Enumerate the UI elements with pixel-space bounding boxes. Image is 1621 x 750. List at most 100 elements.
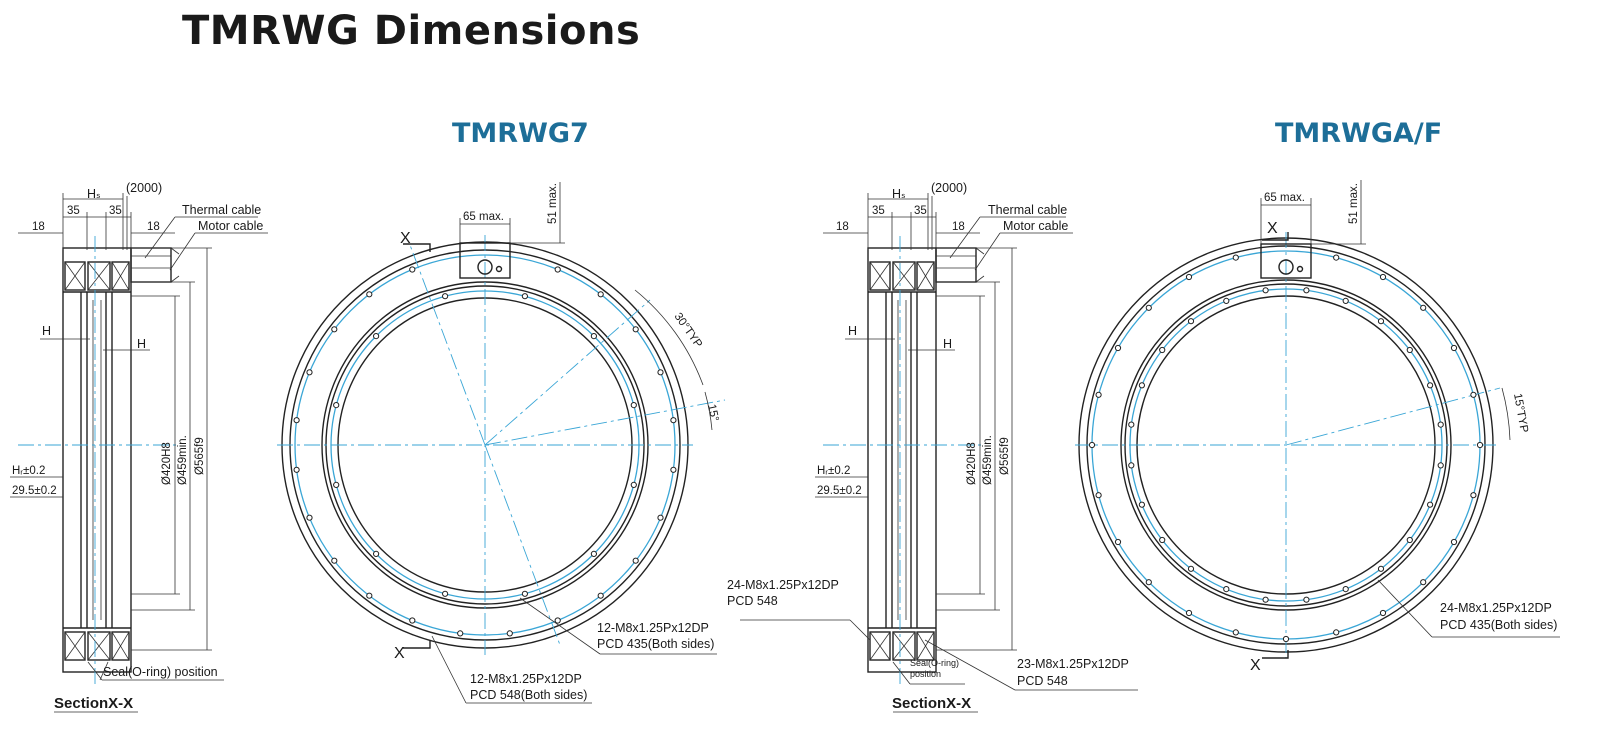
dim-dia-459-right: Ø459min. bbox=[982, 435, 994, 485]
bolt-hole bbox=[1333, 629, 1340, 636]
holes-bottom-label-1-right: 23-M8x1.25Px12DP bbox=[1017, 657, 1129, 671]
bolt-hole bbox=[1159, 346, 1166, 354]
bolt-hole bbox=[670, 466, 677, 473]
holes-inner-label-1-left: 12-M8x1.25Px12DP bbox=[597, 621, 709, 635]
cut-x-bottom-left: X bbox=[394, 645, 405, 662]
bolt-hole bbox=[657, 514, 664, 521]
bolt-hole bbox=[1470, 492, 1477, 499]
bolt-hole bbox=[1427, 382, 1434, 389]
holes-inner-label-2-right: PCD 435(Both sides) bbox=[1440, 618, 1557, 632]
bolt-hole bbox=[1114, 344, 1122, 352]
holes-left-label-2-right: PCD 548 bbox=[727, 594, 778, 608]
model-title-tmrwga-f: TMRWGA/F bbox=[1275, 118, 1443, 149]
holes-bottom-label-2-right: PCD 548 bbox=[1017, 674, 1068, 688]
dim-hs-left: Hₛ bbox=[87, 187, 101, 201]
cut-x-top-right: X bbox=[1267, 220, 1278, 237]
bolt-hole bbox=[1159, 536, 1166, 544]
bolt-holes-right bbox=[1088, 254, 1484, 643]
bolt-hole bbox=[366, 592, 373, 599]
dim-hs-right: Hₛ bbox=[892, 187, 906, 201]
dim-295-left: 29.5±0.2 bbox=[12, 485, 57, 497]
bolt-hole bbox=[1450, 344, 1458, 352]
angle-15typ-right: 15°TYP bbox=[1511, 392, 1530, 434]
bolt-hole bbox=[331, 557, 338, 564]
bolt-hole bbox=[457, 630, 464, 637]
bolt-hole bbox=[1470, 391, 1477, 398]
cut-x-bottom-right: X bbox=[1250, 657, 1261, 674]
bolt-hole bbox=[1342, 586, 1349, 593]
dim-dia-420-left: Ø420H8 bbox=[161, 442, 173, 485]
bolt-hole bbox=[630, 481, 637, 488]
holes-inner-label-1-right: 24-M8x1.25Px12DP bbox=[1440, 601, 1552, 615]
bolt-hole bbox=[1232, 254, 1239, 261]
bolt-hole bbox=[1427, 501, 1434, 508]
bolt-hole bbox=[306, 369, 313, 376]
bolt-hole bbox=[1095, 492, 1102, 499]
page-title: TMRWG Dimensions bbox=[182, 8, 641, 54]
bolt-hole bbox=[1128, 462, 1135, 469]
bolt-hole bbox=[1262, 287, 1269, 294]
dim-dia-565-right: Ø565f9 bbox=[999, 437, 1011, 475]
front-view-right bbox=[1075, 180, 1560, 659]
bolt-hole bbox=[632, 326, 639, 333]
bolt-hole bbox=[1095, 391, 1102, 398]
bolt-hole bbox=[293, 417, 300, 424]
holes-inner-label-2-left: PCD 435(Both sides) bbox=[597, 637, 714, 651]
dim-dia-420-right: Ø420H8 bbox=[966, 442, 978, 485]
holes-outer-label-2-left: PCD 548(Both sides) bbox=[470, 688, 587, 702]
seal-position-label-left: Seal(O-ring) position bbox=[103, 665, 218, 679]
dim-51max-left: 51 max. bbox=[547, 183, 559, 224]
bolt-hole bbox=[1138, 382, 1146, 389]
bolt-hole bbox=[657, 369, 664, 376]
bolt-hole bbox=[554, 617, 561, 624]
bolt-hole bbox=[1088, 441, 1096, 449]
seal-label-1-right: Seal(O-ring) bbox=[910, 658, 959, 668]
motor-cable-label-right: Motor cable bbox=[1003, 219, 1068, 233]
dim-dia-459-left: Ø459min. bbox=[177, 435, 189, 485]
bolt-hole bbox=[1406, 346, 1413, 354]
bolt-hole bbox=[366, 291, 373, 298]
h-marker-left-a: H bbox=[42, 324, 51, 338]
h-marker-right-b: H bbox=[943, 337, 952, 351]
section-view-right bbox=[740, 193, 1138, 713]
bolt-hole bbox=[373, 333, 380, 340]
bolt-hole bbox=[1437, 421, 1444, 428]
dim-65max-right: 65 max. bbox=[1264, 192, 1305, 204]
bolt-hole bbox=[1476, 441, 1484, 449]
holes-left-label-1-right: 24-M8x1.25Px12DP bbox=[727, 578, 839, 592]
bolt-hole bbox=[1303, 596, 1310, 603]
bolt-hole bbox=[1406, 536, 1413, 544]
bolt-hole bbox=[409, 266, 416, 273]
dim-18-b-left: 18 bbox=[147, 221, 160, 233]
bolt-hole bbox=[1420, 304, 1427, 311]
dim-hr-right: Hᵣ±0.2 bbox=[817, 465, 850, 477]
bolt-hole bbox=[1379, 273, 1387, 281]
holes-outer-label-1-left: 12-M8x1.25Px12DP bbox=[470, 672, 582, 686]
bolt-hole bbox=[1128, 421, 1135, 428]
bolt-hole bbox=[1450, 538, 1458, 546]
bolt-hole bbox=[1342, 297, 1349, 304]
bolt-hole bbox=[1185, 273, 1193, 281]
dim-35-a-left: 35 bbox=[67, 205, 80, 217]
bolt-hole bbox=[630, 402, 637, 409]
bolt-hole bbox=[442, 590, 449, 597]
bolt-hole bbox=[1223, 297, 1230, 304]
bolt-hole bbox=[1185, 609, 1193, 617]
bolt-hole bbox=[331, 326, 338, 333]
section-label-left: SectionX-X bbox=[54, 695, 133, 712]
bolt-hole bbox=[1145, 579, 1152, 586]
section-label-right: SectionX-X bbox=[892, 695, 971, 712]
bolt-hole bbox=[590, 550, 598, 558]
dim-65max-left: 65 max. bbox=[463, 211, 504, 223]
bolt-hole bbox=[670, 417, 677, 424]
dim-295-right: 29.5±0.2 bbox=[817, 485, 862, 497]
bolt-hole bbox=[442, 293, 449, 300]
bolt-hole bbox=[632, 557, 639, 564]
dim-hr-left: Hᵣ±0.2 bbox=[12, 465, 45, 477]
dim-18-b-right: 18 bbox=[952, 221, 965, 233]
dim-51max-right: 51 max. bbox=[1348, 183, 1360, 224]
bolt-hole bbox=[293, 466, 300, 473]
bolt-hole bbox=[1377, 318, 1385, 325]
bolt-hole bbox=[1437, 462, 1444, 469]
